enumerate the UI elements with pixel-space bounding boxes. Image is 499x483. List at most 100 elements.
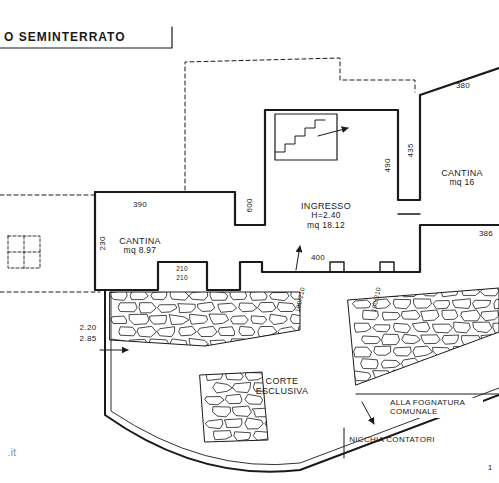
stone [270,340,288,348]
stone [277,302,295,311]
stone [151,292,167,300]
dimension: 390 [133,201,147,210]
note: .it [8,447,17,458]
room-label: INGRESSOH=2.40mq 18.12 [298,199,354,233]
stone [205,442,222,452]
dimension: 230 [99,236,108,250]
stone [354,347,372,357]
stone-paving [110,292,300,346]
boundary-line [0,292,100,293]
stone-texture [353,286,499,393]
wall [95,192,499,290]
stone [434,372,451,381]
stone [226,442,242,451]
stone [442,335,458,344]
boundary-line [0,195,95,196]
stone [230,339,246,348]
fixture-symbol [8,236,40,268]
stone [374,346,391,355]
stone [355,323,371,332]
stone [453,299,471,309]
note: NICCHIA CONTATORI [349,436,435,445]
stone [233,382,251,392]
room-data: mq 8.97 [119,246,161,256]
stone [394,347,412,356]
stone [455,372,471,381]
stone [111,316,126,324]
room-data: mq 16 [441,178,483,188]
stone [253,408,270,417]
stone [361,384,378,392]
stone [231,316,249,324]
stone [373,371,390,381]
stone [213,383,233,393]
stone [402,334,420,343]
plan-title: O SEMINTERRATO [4,30,126,44]
stone [394,299,411,309]
stone [481,311,498,321]
dimension: 400 [311,254,325,263]
stone [270,314,287,324]
stone [213,407,231,417]
stone [394,323,411,333]
room-data: mq 18.12 [301,221,351,231]
stone [481,286,499,296]
stone [493,323,499,333]
stone [401,383,417,392]
title-frame [0,27,172,48]
stone [234,432,250,441]
room-label: CANTINAmq 8.97 [116,234,164,258]
stone [361,359,378,369]
stone [251,316,267,324]
stone [383,312,401,320]
stone [189,339,208,349]
stone [421,335,440,344]
room-name: CORTE ESCLUSIVA [252,376,312,397]
stone [382,382,399,392]
stone [118,303,137,312]
stone [233,406,252,416]
stone [265,420,283,428]
stone [210,340,227,347]
stone [353,371,371,381]
stone [381,360,400,368]
stone [139,303,156,313]
stone [413,372,433,381]
stone [226,373,243,380]
stone [433,324,453,333]
stone [170,291,188,300]
stone [473,300,491,308]
courtyard-boundary [111,292,499,465]
stone [170,339,187,348]
dimension: 2.85 [80,335,97,344]
stone [109,291,127,301]
dimension: 386 [479,230,493,239]
stone [461,310,480,321]
stone [205,419,222,428]
stone [129,339,147,349]
pier [380,262,394,272]
stone [373,325,390,332]
stone [251,339,269,348]
stone [453,346,472,357]
stone [481,358,499,369]
stone [461,359,480,369]
stone [473,322,492,332]
wall [398,213,420,214]
stone [250,291,267,300]
dimension: 100/210 [370,287,382,314]
leader-line [344,428,345,458]
stone [421,287,438,296]
room-name: CANTINA [119,236,161,246]
sewer-arrow [362,402,374,424]
stone [401,287,420,296]
stone [137,326,156,337]
stone [209,314,228,324]
sewer-line [356,394,499,395]
stone [442,310,458,320]
stone [189,291,207,300]
stone [206,371,222,381]
stone [198,326,217,336]
stone [454,322,470,333]
boundary-line [185,58,415,190]
